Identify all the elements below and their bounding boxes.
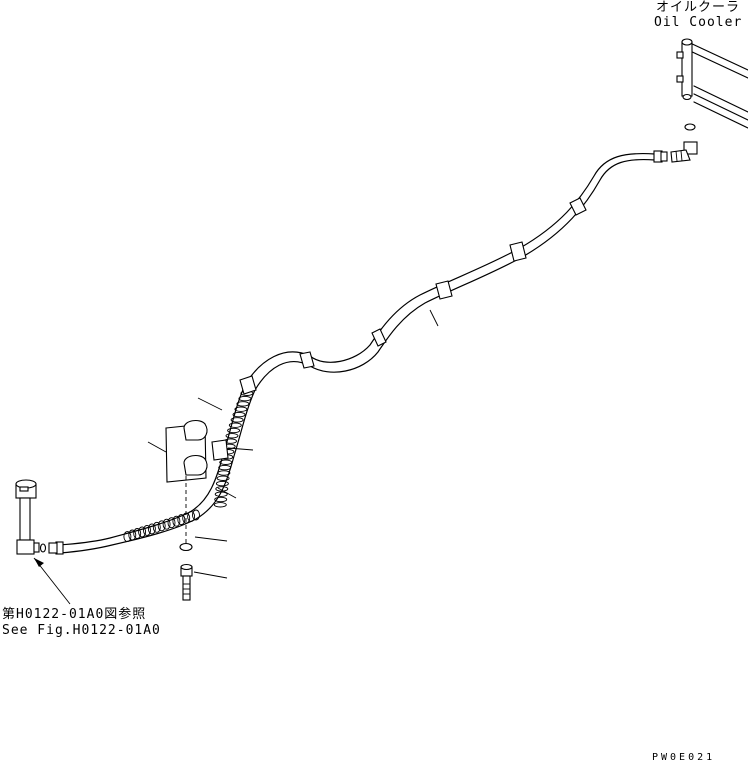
spiral-ring bbox=[227, 427, 241, 434]
spiral-ring bbox=[192, 509, 200, 521]
drawing-code: PW0E021 bbox=[652, 752, 716, 763]
spiral-ring bbox=[218, 464, 232, 471]
spiral-ring bbox=[236, 401, 250, 407]
leader-lines bbox=[147, 309, 439, 579]
spiral-ring bbox=[215, 486, 229, 492]
washer bbox=[179, 542, 193, 552]
pipe-assembly-left bbox=[15, 479, 40, 555]
figure-reference-ja: 第H0122-01A0図参照 bbox=[2, 607, 147, 622]
main-hose bbox=[59, 152, 656, 554]
spiral-ring bbox=[225, 433, 239, 439]
spiral-ring bbox=[177, 514, 186, 526]
o-ring-top bbox=[684, 123, 696, 131]
oil-cooler-label-en: Oil Cooler bbox=[654, 15, 743, 30]
oil-cooler-label-ja: オイルクーラ bbox=[656, 0, 741, 15]
spiral-ring bbox=[162, 518, 171, 530]
spiral-ring bbox=[123, 531, 132, 543]
spiral-ring bbox=[216, 475, 230, 481]
reference-arrow bbox=[33, 557, 71, 605]
oil-cooler bbox=[676, 38, 748, 129]
spiral-ring bbox=[238, 395, 252, 402]
spiral-ring bbox=[219, 459, 233, 465]
spiral-ring bbox=[133, 528, 142, 539]
bolt bbox=[180, 563, 193, 601]
spiral-ring bbox=[217, 470, 231, 476]
bracket bbox=[165, 419, 229, 483]
spiral-ring bbox=[215, 480, 229, 487]
figure-reference-en: See Fig.H0122-01A0 bbox=[2, 623, 161, 638]
spiral-ring bbox=[143, 524, 151, 536]
hose-clamps bbox=[239, 197, 587, 395]
spiral-ring bbox=[214, 496, 228, 503]
spiral-ring bbox=[228, 422, 242, 428]
spiral-ring bbox=[138, 526, 147, 538]
spiral-ring bbox=[230, 417, 244, 423]
spiral-ring bbox=[232, 411, 246, 418]
spiral-ring bbox=[128, 529, 137, 541]
spiral-ring bbox=[157, 520, 166, 532]
spiral-ring bbox=[147, 523, 156, 535]
spiral-ring bbox=[213, 502, 227, 508]
spiral-ring bbox=[172, 515, 181, 527]
elbow-fitting-top bbox=[670, 141, 698, 163]
spiral-ring bbox=[234, 406, 248, 412]
spiral-ring bbox=[167, 517, 176, 529]
hose-end-fitting-top bbox=[653, 150, 668, 163]
spiral-ring bbox=[152, 521, 161, 533]
spiral-ring bbox=[214, 491, 228, 497]
spiral-ring bbox=[187, 511, 196, 522]
hose-end-fitting-bottom bbox=[39, 541, 64, 555]
